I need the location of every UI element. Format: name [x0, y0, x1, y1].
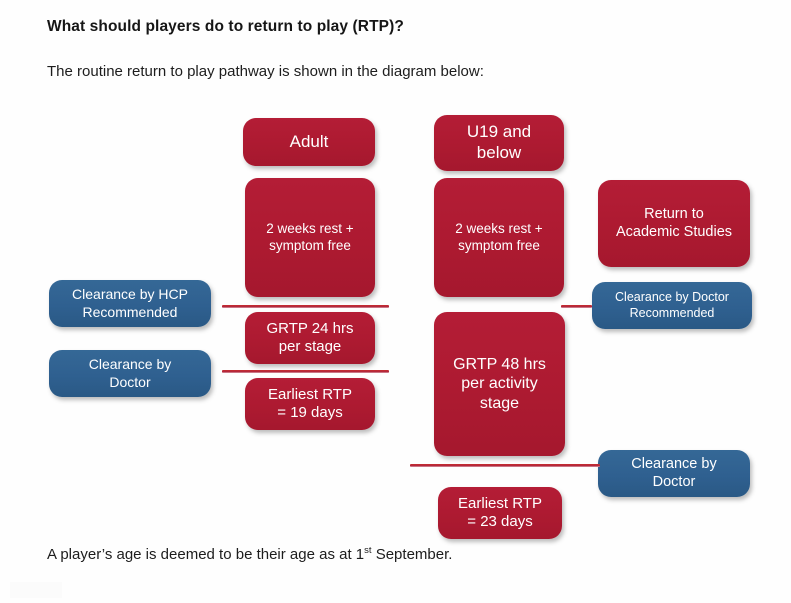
node-label: 2 weeks rest + symptom free [455, 221, 543, 253]
connector-rule-u19-lower [410, 464, 600, 467]
connector-rule-right-upper [561, 305, 592, 308]
node-label: Earliest RTP = 19 days [268, 385, 352, 421]
node-clearance-by-doctor-recommended: Clearance by Doctor Recommended [592, 282, 752, 329]
node-clearance-by-doctor-left: Clearance by Doctor [49, 350, 211, 397]
node-label: Earliest RTP = 23 days [458, 494, 542, 530]
connector-rule-adult-lower [222, 370, 389, 373]
footnote-ordinal-suffix: st [364, 545, 372, 556]
page-title: What should players do to return to play… [47, 18, 404, 35]
footnote-text-before: A player’s age is deemed to be their age… [47, 546, 365, 563]
page-subtitle: The routine return to play pathway is sh… [47, 63, 484, 80]
node-label: Clearance by Doctor [631, 455, 717, 490]
node-clearance-by-hcp-recommended: Clearance by HCP Recommended [49, 280, 211, 327]
node-label: U19 and below [466, 122, 532, 162]
node-adult-rest: 2 weeks rest + symptom free [245, 178, 375, 297]
node-adult-grtp: GRTP 24 hrs per stage [245, 312, 375, 364]
node-label: Adult [289, 131, 329, 151]
node-label: Clearance by Doctor [88, 356, 172, 390]
node-label: Clearance by Doctor Recommended [615, 290, 729, 320]
node-label: Clearance by HCP Recommended [72, 286, 188, 320]
node-u19-grtp: GRTP 48 hrs per activity stage [434, 312, 565, 456]
footnote: A player’s age is deemed to be their age… [47, 546, 452, 563]
watermark-remnant [10, 582, 62, 598]
node-u19-earliest-rtp: Earliest RTP = 23 days [438, 487, 562, 539]
node-u19-rest: 2 weeks rest + symptom free [434, 178, 564, 297]
node-return-to-academic-studies: Return to Academic Studies [598, 180, 750, 267]
node-adult-title: Adult [243, 118, 375, 166]
node-label: GRTP 24 hrs per stage [266, 319, 354, 355]
node-adult-earliest-rtp: Earliest RTP = 19 days [245, 378, 375, 430]
node-clearance-by-doctor-right: Clearance by Doctor [598, 450, 750, 497]
node-u19-title: U19 and below [434, 115, 564, 171]
node-label: Return to Academic Studies [615, 205, 733, 240]
node-label: 2 weeks rest + symptom free [266, 221, 354, 253]
footnote-text-after: September. [371, 546, 453, 563]
node-label: GRTP 48 hrs per activity stage [453, 355, 546, 412]
connector-rule-adult-upper [222, 305, 389, 308]
